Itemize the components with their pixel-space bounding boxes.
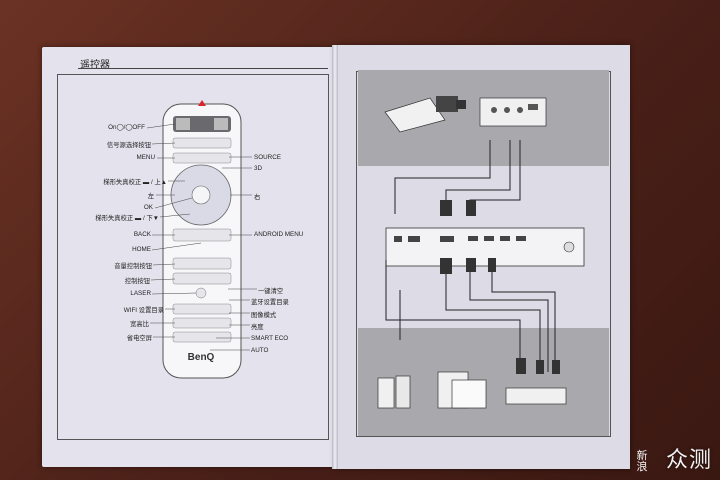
label-laser: LASER [130, 290, 151, 297]
label-on-off: On◯/◯OFF [108, 124, 145, 131]
title-rule [78, 68, 328, 69]
page-title: 遥控器 [80, 60, 110, 71]
watermark-small: 新浪 [636, 449, 648, 473]
label-android-menu: ANDROID MENU [254, 231, 304, 238]
label-source-select: 信号源选择按钮 [106, 142, 151, 149]
label-smart-eco: SMART ECO [251, 335, 289, 342]
label-eco-blank: 省电空屏 [126, 335, 152, 342]
label-control: 控制按钮 [124, 278, 150, 285]
label-left: 左 [147, 193, 154, 200]
label-ok: OK [143, 204, 153, 211]
label-home: HOME [132, 246, 151, 253]
label-brightness: 亮度 [251, 324, 264, 331]
booklet-spine [332, 45, 338, 469]
label-keystone-up: 梯形失真校正 ▬ / 上▲ [103, 179, 167, 186]
label-bt: 蓝牙设置目录 [251, 299, 289, 306]
watermark-logo: 众测 [665, 448, 712, 473]
label-blank: 一键清空 [258, 288, 284, 295]
remote-brand-logo: BenQ [188, 352, 215, 363]
label-aspect: 宽高比 [130, 321, 149, 328]
label-keystone-down: 梯形失真校正 ▬ / 下▼ [95, 215, 159, 222]
label-picture: 图像模式 [251, 312, 277, 319]
label-wifi: WIFI 设置目录 [123, 307, 164, 314]
label-back: BACK [133, 231, 151, 238]
label-menu: MENU [136, 154, 155, 161]
label-auto: AUTO [251, 347, 269, 354]
label-right: 右 [254, 194, 261, 201]
label-3d: 3D [254, 165, 263, 172]
label-source: SOURCE [254, 154, 281, 161]
label-volume: 音量控制按钮 [114, 263, 152, 270]
remote-diagram-frame [57, 74, 329, 440]
